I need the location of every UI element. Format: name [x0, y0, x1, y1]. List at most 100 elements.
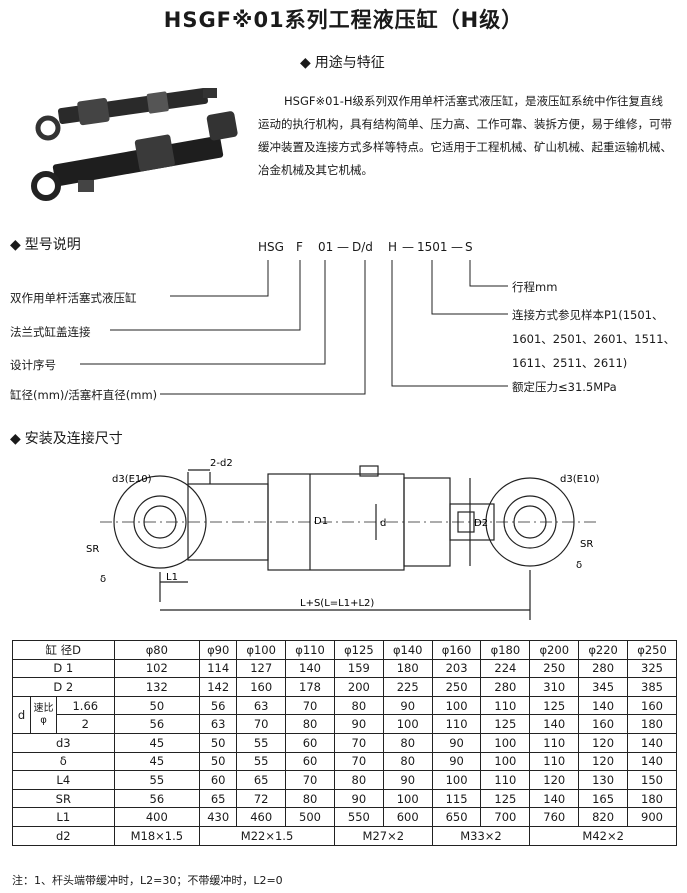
code-dash-2: — [402, 240, 414, 254]
table-cell: 200 [333, 677, 384, 697]
table-cell: 100 [382, 714, 433, 734]
table-cell: 90 [382, 770, 433, 790]
table-cell: 140 [529, 788, 580, 809]
table-cell: 56 [113, 788, 201, 809]
install-heading-text: 安装及连接尺寸 [24, 431, 123, 447]
label-design-no: 设计序号 [10, 358, 56, 372]
table-cell: 110 [480, 770, 531, 790]
product-photo [31, 88, 238, 201]
row-label-cell: D 1 [12, 658, 115, 679]
dim-d3-right: d3(E10) [560, 474, 600, 485]
table-cell: 280 [480, 677, 531, 697]
table-cell: 60 [285, 751, 335, 772]
footnote: 注：1、杆头端带缓冲时，L2=30；不带缓冲时，L2=0 [12, 874, 283, 887]
table-cell: 100 [431, 695, 482, 716]
table-cell: 100 [480, 732, 531, 753]
code-connection: 1501 [417, 240, 448, 254]
d2-group-cell: M27×2 [333, 825, 433, 846]
table-cell: 132 [113, 677, 201, 697]
speed-ratio-cell: 1.66 [56, 695, 115, 716]
piston-rod [449, 503, 495, 541]
d2-group-cell: M18×1.5 [113, 825, 201, 846]
bore-header-cell: φ80 [113, 640, 201, 660]
code-f: F [296, 240, 303, 254]
table-cell: 70 [236, 714, 287, 734]
d2-group-cell: M33×2 [431, 825, 531, 846]
table-cell: 114 [199, 658, 238, 679]
table-cell: 45 [113, 732, 201, 753]
table-cell: 550 [333, 807, 384, 827]
table-cell: 110 [431, 714, 482, 734]
table-cell: 110 [480, 695, 531, 716]
dim-delta-right: δ [576, 560, 582, 571]
page-title: HSGF※01系列工程液压缸（H级） [163, 8, 524, 32]
speed-ratio-cell: 2 [56, 714, 115, 734]
table-cell: 125 [529, 695, 580, 716]
table-cell: 140 [627, 732, 677, 753]
table-cell: 90 [431, 751, 482, 772]
table-cell: 165 [578, 788, 629, 809]
leader-connection [431, 260, 508, 315]
table-cell: 159 [333, 658, 384, 679]
table-cell: 70 [333, 732, 384, 753]
code-h: H [388, 240, 398, 254]
dim-stroke: L+S(L=L1+L2) [300, 598, 374, 609]
table-cell: 224 [480, 658, 531, 679]
bore-header-cell: φ160 [431, 640, 482, 660]
dim-l1: L1 [166, 572, 178, 583]
model-heading-text: 型号说明 [24, 237, 81, 253]
table-cell: 760 [529, 807, 580, 827]
dim-d3-left: d3(E10) [112, 474, 152, 485]
leader-bore [160, 260, 366, 395]
table-cell: 110 [529, 732, 580, 753]
dim-small-d: d [380, 518, 386, 529]
usage-heading: ◆用途与特征 [300, 52, 385, 72]
table-cell: 65 [236, 770, 287, 790]
table-cell: 120 [578, 751, 629, 772]
row-label-cell: L1 [12, 807, 115, 827]
dim-sr-right: SR [580, 539, 593, 550]
install-heading: ◆安装及连接尺寸 [10, 428, 123, 448]
bore-header-cell: φ100 [236, 640, 287, 660]
table-cell: 50 [199, 751, 238, 772]
table-cell: 160 [578, 714, 629, 734]
diamond-bullet-icon: ◆ [300, 55, 311, 71]
oil-port-top [359, 465, 379, 477]
usage-heading-text: 用途与特征 [314, 55, 385, 71]
table-cell: 90 [382, 695, 433, 716]
table-cell: 142 [199, 677, 238, 697]
leader-01 [80, 260, 326, 365]
table-cell: 55 [236, 732, 287, 753]
table-cell: 430 [199, 807, 238, 827]
cylinder-illustration-bottom [31, 111, 238, 201]
label-connection-2: 1601、2501、2601、1511、 [512, 332, 676, 346]
table-cell: 180 [627, 788, 677, 809]
table-cell: 385 [627, 677, 677, 697]
diamond-bullet-icon: ◆ [10, 237, 21, 253]
table-cell: 72 [236, 788, 287, 809]
leader-s [469, 260, 508, 287]
table-cell: 110 [529, 751, 580, 772]
table-cell: 325 [627, 658, 677, 679]
table-cell: 100 [480, 751, 531, 772]
table-cell: 180 [627, 714, 677, 734]
row-label-cell: SR [12, 788, 115, 809]
table-cell: 140 [578, 695, 629, 716]
table-cell: 310 [529, 677, 580, 697]
label-connection-1: 连接方式参见样本P1(1501、 [512, 308, 664, 322]
dim-big-d1: D1 [314, 516, 328, 527]
usage-description: HSGF※01-H级系列双作用单杆活塞式液压缸，是液压缸系统中作往复直线运动的执… [258, 94, 672, 177]
d2-group-cell: M22×1.5 [199, 825, 335, 846]
row-label-cell: δ [12, 751, 115, 772]
code-01: 01 [318, 240, 334, 254]
table-cell: 280 [578, 658, 629, 679]
table-cell: 80 [382, 732, 433, 753]
table-cell: 120 [578, 732, 629, 753]
table-cell: 80 [333, 770, 384, 790]
table-cell: 120 [529, 770, 580, 790]
